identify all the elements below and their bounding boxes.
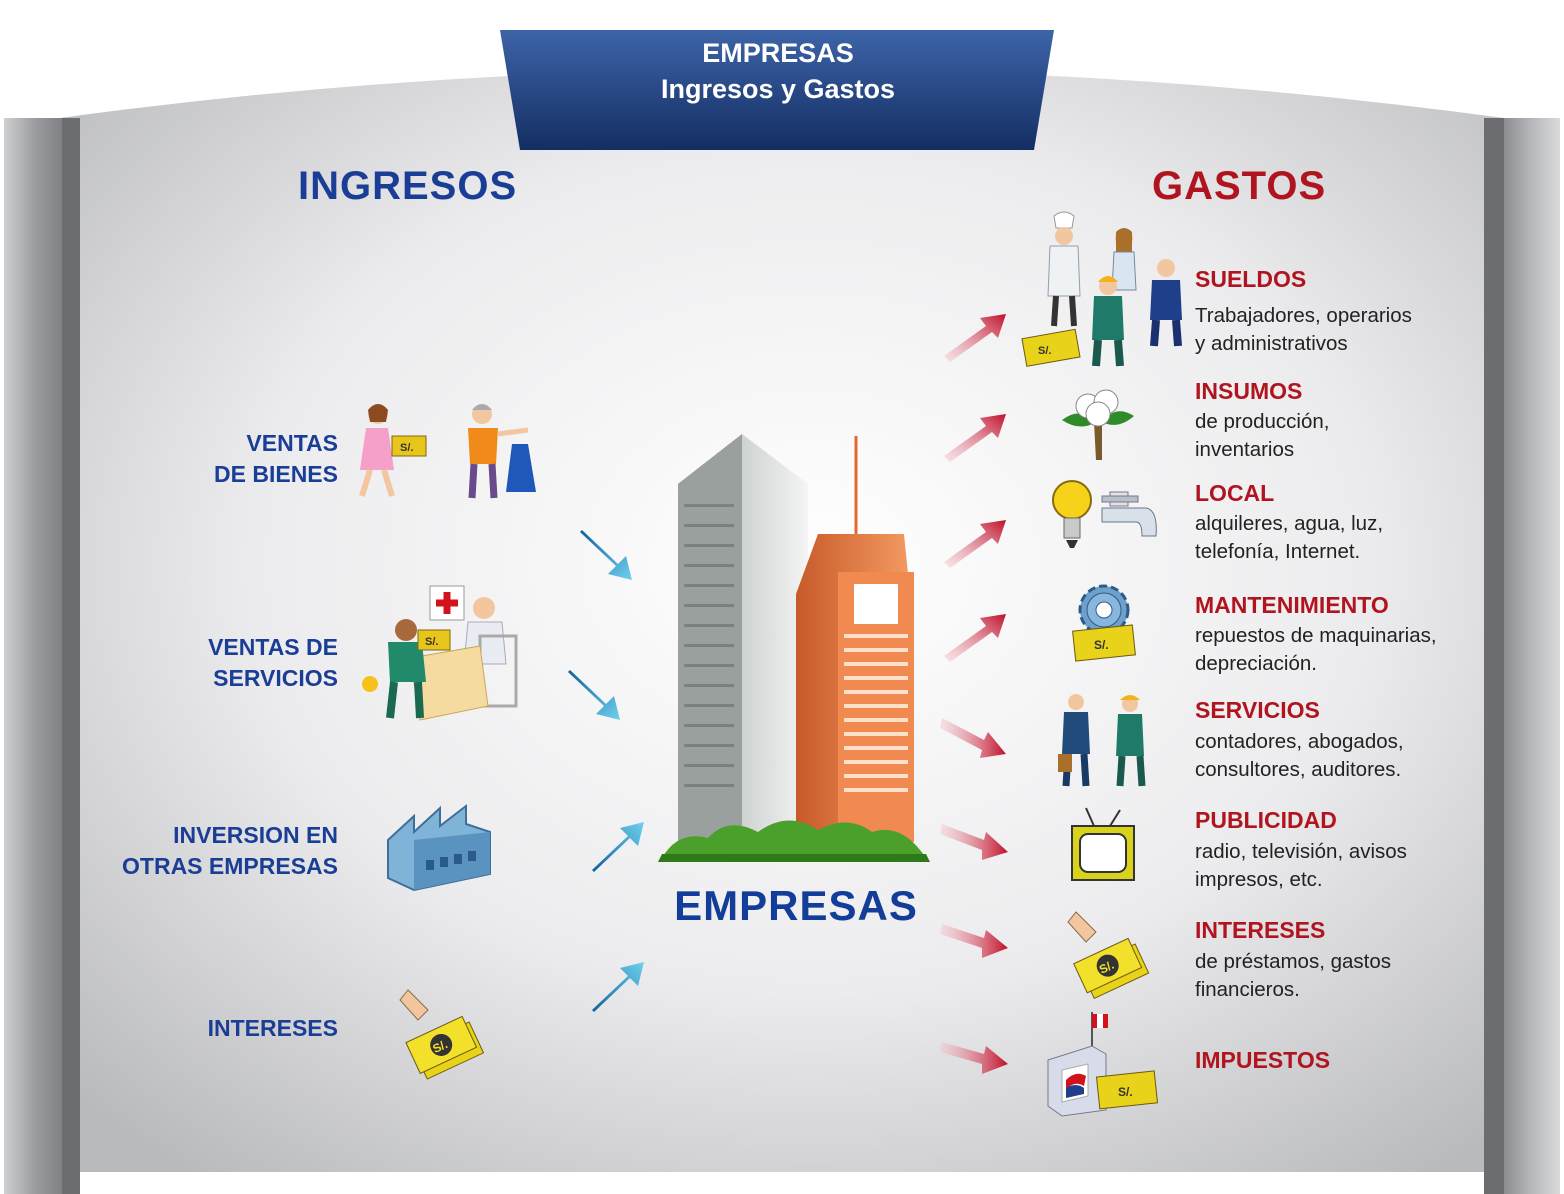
gear-money-icon: S/. — [1072, 584, 1136, 662]
arrow-in-1 — [580, 530, 632, 580]
factory-icon — [387, 803, 491, 892]
buildings-icon — [658, 434, 930, 862]
arrow-out-7 — [940, 924, 1008, 958]
gasto-publicidad-title: PUBLICIDAD — [1195, 807, 1337, 833]
svg-text:S/.: S/. — [1038, 345, 1051, 357]
svg-text:S/.: S/. — [1097, 958, 1116, 977]
arrow-out-5 — [940, 718, 1006, 758]
gasto-mantenimiento-desc: repuestos de maquinarias, depreciación. — [1195, 624, 1437, 675]
svg-text:S/.: S/. — [1118, 1085, 1133, 1099]
ingreso-ventas-servicios-label: VENTAS DE SERVICIOS — [208, 634, 338, 691]
gasto-insumos-desc: de producción, inventarios — [1195, 410, 1330, 461]
workers-icon: S/. — [1021, 211, 1182, 367]
arrow-out-1 — [944, 314, 1006, 362]
gasto-servicios-desc: contadores, abogados, consultores, audit… — [1195, 730, 1404, 781]
shopping-exchange-icon: S/. — [359, 404, 536, 499]
gasto-impuestos-title: IMPUESTOS — [1195, 1047, 1331, 1073]
cotton-plant-icon — [1062, 389, 1134, 460]
professionals-icon — [1058, 694, 1146, 787]
arrow-in-2 — [568, 670, 620, 720]
outgoing-arrows — [940, 314, 1008, 1074]
gasto-intereses-desc: de préstamos, gastos financieros. — [1195, 950, 1391, 1001]
medical-service-icon: S/. — [362, 585, 518, 721]
ingreso-inversion-label: INVERSION EN OTRAS EMPRESAS — [122, 822, 338, 879]
arrow-in-4 — [592, 962, 644, 1012]
tax-building-icon: S/. — [1047, 1012, 1159, 1117]
gastos-heading: GASTOS — [1152, 164, 1327, 208]
header-subtitle: Ingresos y Gastos — [660, 74, 896, 104]
arrow-out-2 — [944, 414, 1006, 462]
tv-icon — [1071, 807, 1135, 881]
svg-text:S/.: S/. — [425, 636, 438, 648]
ingresos-heading: INGRESOS — [298, 164, 518, 208]
ingreso-intereses-label: INTERESES — [207, 1015, 338, 1041]
gasto-sueldos-title: SUELDOS — [1195, 266, 1307, 292]
gasto-sueldos-desc: Trabajadores, operarios y administrativo… — [1195, 304, 1412, 355]
incoming-arrows — [568, 530, 644, 1012]
center-label: EMPRESAS — [674, 882, 918, 929]
bulb-faucet-icon — [1052, 480, 1157, 548]
header-title: EMPRESAS — [702, 38, 854, 68]
arrow-in-3 — [592, 822, 644, 872]
ingreso-ventas-bienes-label: VENTAS DE BIENES — [214, 430, 338, 487]
gasto-local-desc: alquileres, agua, luz, telefonía, Intern… — [1195, 512, 1384, 563]
money-hand-icon: S/. — [399, 989, 485, 1080]
arrow-out-6 — [940, 824, 1008, 860]
svg-text:S/.: S/. — [400, 442, 413, 454]
arrow-out-4 — [944, 614, 1006, 662]
gasto-insumos-title: INSUMOS — [1195, 378, 1303, 404]
arrow-out-8 — [940, 1042, 1008, 1074]
gastos-money-hand-icon: S/. — [1067, 911, 1150, 1000]
gasto-mantenimiento-title: MANTENIMIENTO — [1195, 592, 1389, 618]
gasto-publicidad-desc: radio, televisión, avisos impresos, etc. — [1195, 840, 1407, 891]
svg-text:S/.: S/. — [431, 1037, 450, 1056]
gasto-local-title: LOCAL — [1195, 480, 1275, 506]
gasto-intereses-title: INTERESES — [1195, 917, 1326, 943]
arrow-out-3 — [944, 520, 1006, 568]
svg-text:S/.: S/. — [1094, 638, 1109, 652]
gasto-servicios-title: SERVICIOS — [1195, 697, 1320, 723]
